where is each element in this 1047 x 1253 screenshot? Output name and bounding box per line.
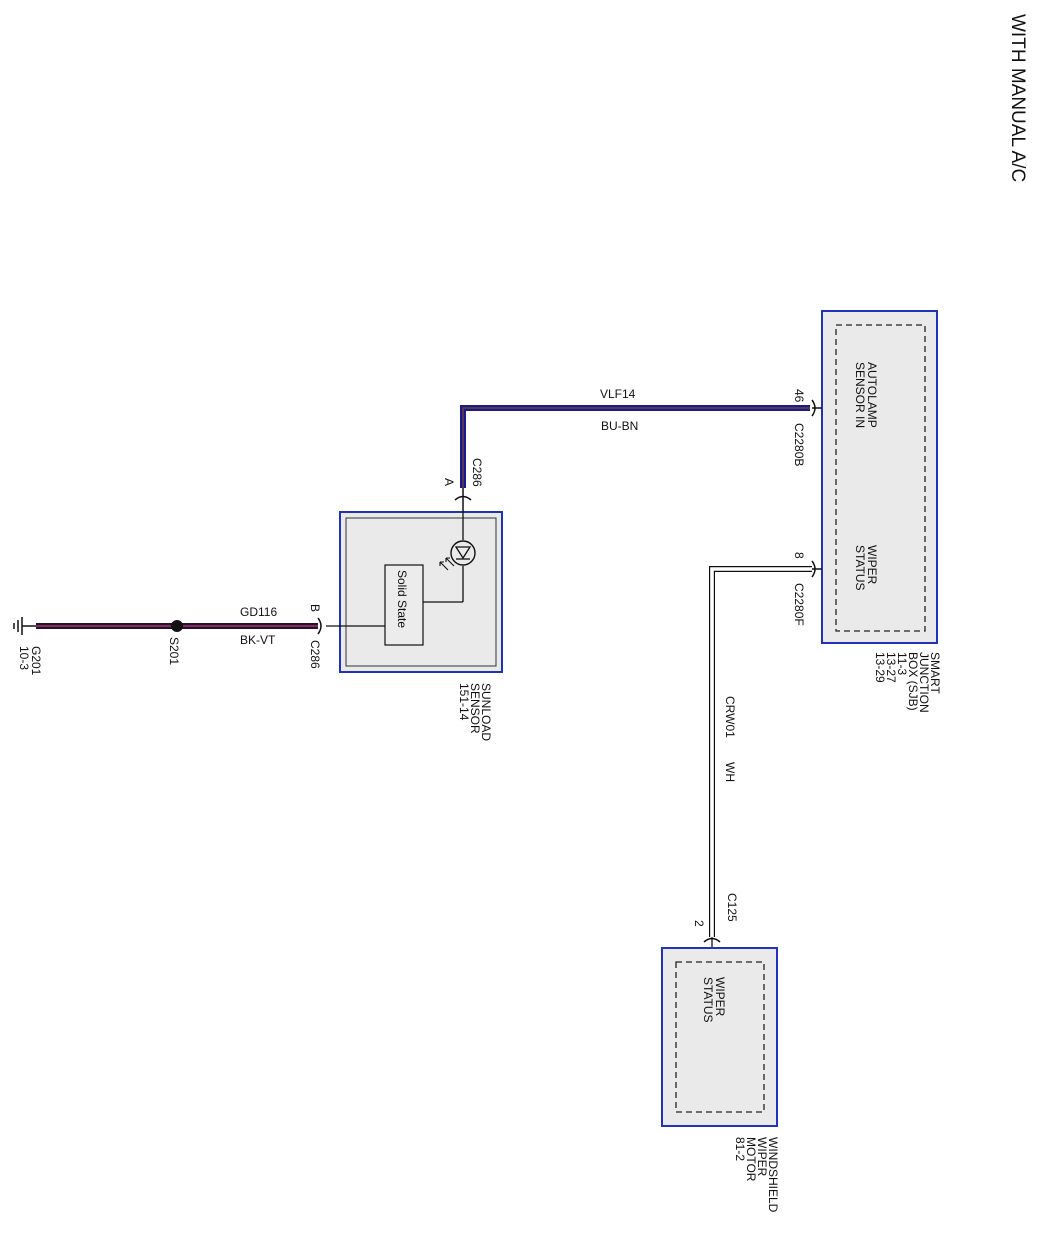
connector-c2280f: 8 C2280F [792, 552, 822, 626]
sjb-pin-label-wiper-1: WIPER [865, 545, 879, 585]
wiper-motor-name: WINDSHIELD WIPER MOTOR 81-2 [733, 1137, 780, 1213]
svg-text:SMART: SMART [928, 652, 942, 694]
splice-label: S201 [167, 637, 181, 665]
ground-icon [13, 617, 36, 635]
solid-state-block [384, 564, 424, 646]
wire-vlf14-color: BU-BN [601, 419, 638, 433]
sunload-pin-b: B [308, 604, 322, 612]
sjb-pin-label-wiper-2: STATUS [853, 545, 867, 591]
svg-text:MOTOR: MOTOR [744, 1137, 758, 1182]
wiper-motor-connector: C125 [725, 893, 739, 922]
svg-text:SUNLOAD: SUNLOAD [479, 683, 493, 741]
sjb-pin-number-46: 46 [792, 389, 806, 403]
splice-s201: S201 [167, 620, 183, 665]
photodiode-icon [439, 540, 476, 571]
sunload-sensor: Solid State SUNLOAD SENSOR 151-14 [326, 488, 503, 741]
sunload-pin-a: A [442, 478, 456, 486]
connector-c286-b: B C286 [308, 604, 322, 669]
sunload-name: SUNLOAD SENSOR 151-14 [457, 683, 493, 741]
ground-ref: 10-3 [17, 646, 31, 670]
wire-gd116-circuit: GD116 [240, 605, 277, 619]
svg-text:81-2: 81-2 [733, 1137, 747, 1161]
sjb-dashed-boundary [835, 324, 926, 632]
svg-text:WIPER: WIPER [755, 1137, 769, 1177]
connector-c286-a: A C286 [442, 458, 484, 512]
wiper-motor-inner-label-1: WIPER [713, 977, 727, 1017]
wire-crw01-color: WH [723, 762, 737, 782]
wiper-motor-inner-label-2: STATUS [701, 977, 715, 1023]
ground-g201: G201 10-3 [13, 617, 43, 676]
svg-text:JUNCTION: JUNCTION [917, 652, 931, 713]
wiper-motor-outline [661, 947, 778, 1127]
windshield-wiper-motor: WIPER STATUS WINDSHIELD WIPER MOTOR 81-2 [661, 947, 780, 1213]
ground-label: G201 [29, 646, 43, 676]
wiper-motor-pin: 2 [692, 920, 706, 927]
wire-vlf14-circuit: VLF14 [600, 387, 636, 401]
sjb-pin-label-autolamp-2: SENSOR IN [853, 362, 867, 428]
sjb-connector-c2280f: C2280F [792, 583, 806, 626]
sjb-connector-c2280b: C2280B [792, 423, 806, 466]
sjb-outline [821, 310, 938, 644]
wire-crw01: CRW01 WH [709, 566, 812, 937]
sunload-connector-b: C286 [308, 640, 322, 669]
svg-text:WINDSHIELD: WINDSHIELD [766, 1137, 780, 1213]
sjb-name: SMART JUNCTION BOX (SJB) 11-3 13-27 13-2… [873, 652, 942, 713]
connector-c2280b: 46 C2280B [792, 389, 822, 466]
svg-text:13-29: 13-29 [873, 652, 887, 683]
svg-text:11-3: 11-3 [895, 652, 909, 675]
svg-text:BOX (SJB): BOX (SJB) [906, 652, 920, 711]
wire-vlf14: VLF14 BU-BN [460, 387, 810, 488]
wire-gd116-color: BK-VT [240, 633, 276, 647]
page-title: WITH MANUAL A/C [1007, 14, 1028, 182]
wire-crw01-circuit: CRW01 [723, 696, 737, 738]
smart-junction-box: AUTOLAMP SENSOR IN WIPER STATUS SMART JU… [821, 310, 942, 713]
svg-text:SENSOR: SENSOR [468, 683, 482, 734]
sjb-pin-label-autolamp-1: AUTOLAMP [865, 362, 879, 428]
svg-text:151-14: 151-14 [457, 683, 471, 721]
sunload-connector-a: C286 [470, 458, 484, 487]
sjb-pin-number-8: 8 [792, 552, 806, 559]
svg-text:13-27: 13-27 [884, 652, 898, 683]
wiper-motor-dashed-boundary [675, 961, 765, 1113]
solid-state-label: Solid State [395, 570, 409, 628]
